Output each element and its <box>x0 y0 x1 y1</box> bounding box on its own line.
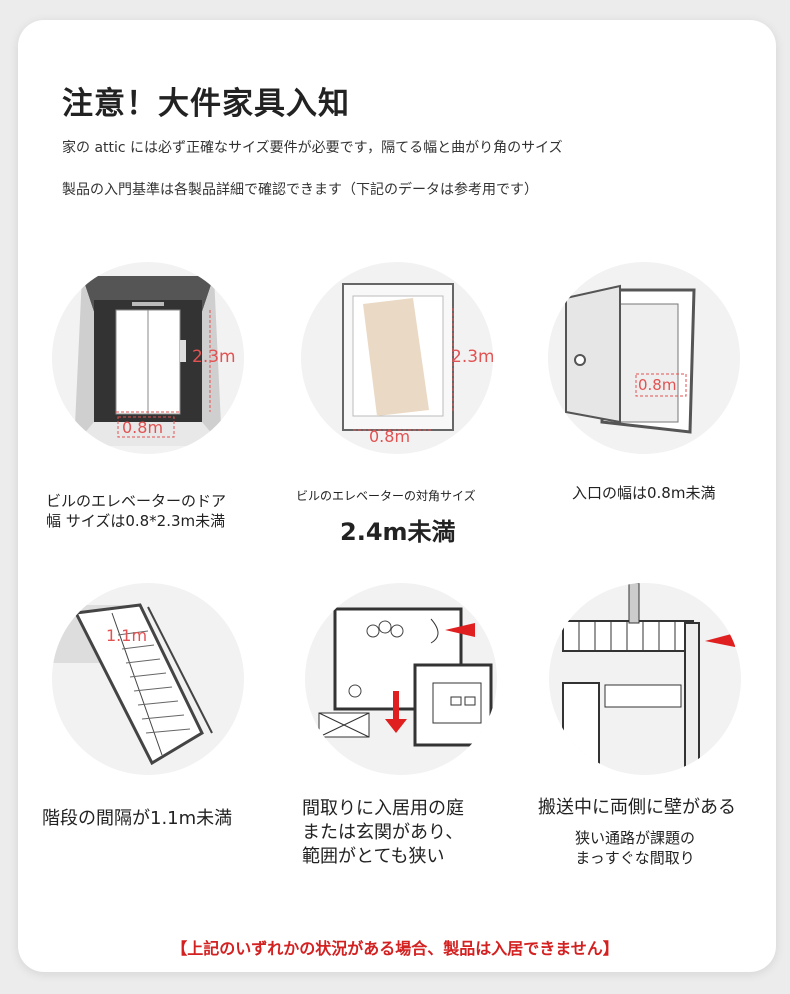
dim-width-label: 0.8m <box>638 376 676 394</box>
dim-height-label: 2.3m <box>192 347 236 367</box>
corridor-floorplan-illustration <box>549 583 741 775</box>
entrance-door-illustration: 0.8m <box>548 262 740 454</box>
dim-width-label: 0.8m <box>369 427 410 446</box>
content-card <box>18 20 776 972</box>
caption-garden-floorplan: 間取りに入居用の庭 または玄関があり、 範囲がとても狭い <box>302 798 464 867</box>
subtitle-line-1: 家の attic には必ず正確なサイズ要件が必要です，隔てる幅と曲がり角のサイズ <box>62 140 563 156</box>
caption-stairs: 階段の間隔が1.1m未満 <box>42 808 233 829</box>
caption-entrance-width: 入口の幅は0.8m未満 <box>572 484 716 502</box>
page-title: 注意！大件家具入知 <box>62 86 350 122</box>
warning-message: 【上記のいずれかの状況がある場合、製品は入居できません】 <box>171 939 619 958</box>
garden-floorplan-illustration <box>305 583 497 775</box>
caption-corridor-detail: 狭い通路が課題の まっすぐな間取り <box>575 829 696 867</box>
subtitle-line-2: 製品の入門基準は各製品詳細で確認できます（下記のデータは参考用です） <box>62 182 538 198</box>
stairs-illustration: 1.1m <box>52 583 244 775</box>
caption-diagonal-limit: 2.4m未満 <box>340 518 456 546</box>
dim-width-label: 0.8m <box>122 418 163 437</box>
elevator-diagonal-illustration: 2.3m 0.8m <box>301 262 493 454</box>
caption-elevator-door: ビルのエレベーターのドア 幅 サイズは0.8*2.3m未満 <box>46 492 227 530</box>
caption-corridor: 搬送中に両側に壁がある <box>538 797 736 818</box>
dim-width-label: 1.1m <box>106 626 147 645</box>
elevator-door-illustration: 2.3m 0.8m <box>52 262 244 454</box>
dim-height-label: 2.3m <box>451 347 493 367</box>
caption-elevator-diagonal: ビルのエレベーターの対角サイズ <box>296 489 476 503</box>
